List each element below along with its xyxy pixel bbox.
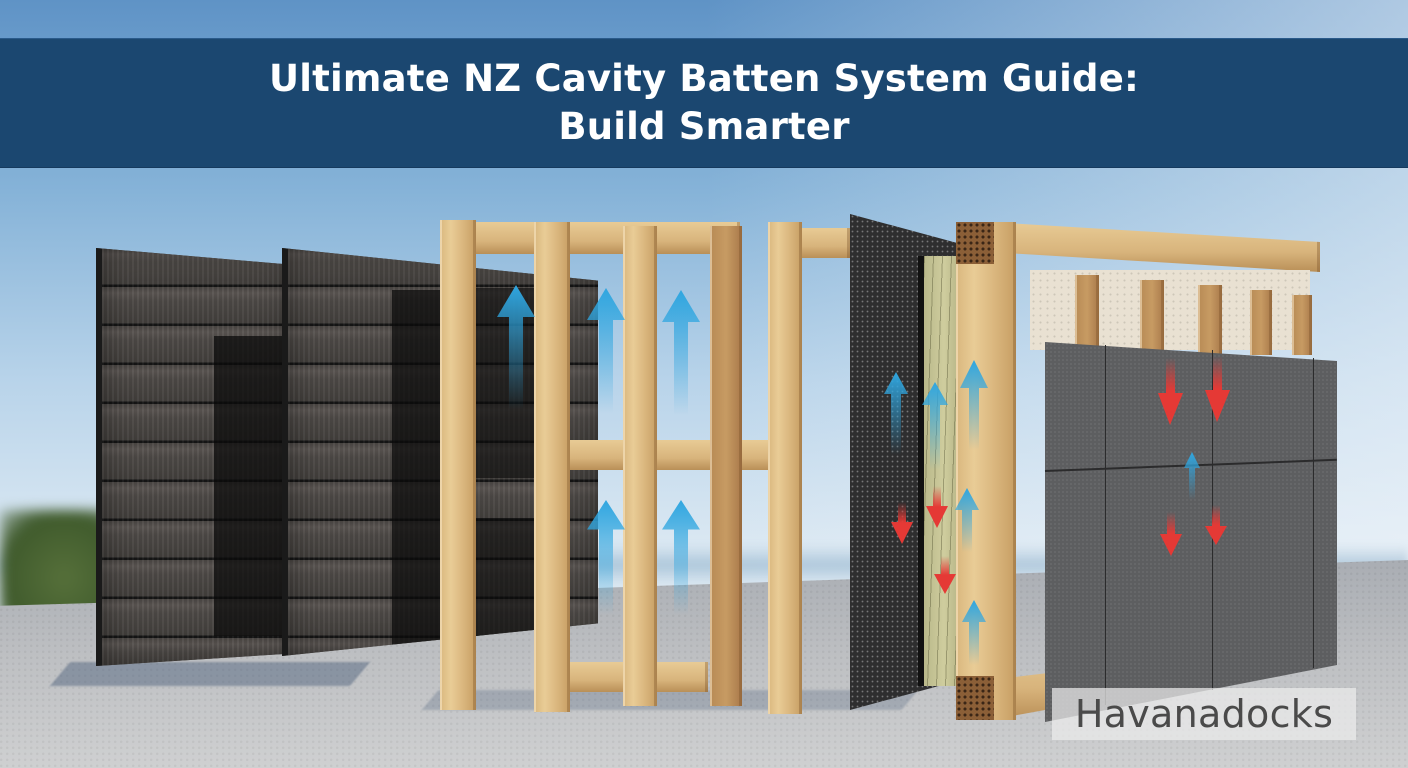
cladding-panel-1 [96, 248, 292, 666]
batten-stud [768, 222, 802, 714]
airflow-up-arrow-icon [587, 288, 625, 413]
ground-shadow [421, 690, 919, 710]
airflow-up-arrow-icon [497, 285, 535, 410]
batten-stud [623, 226, 657, 706]
title-line-1: Ultimate NZ Cavity Batten System Guide: [268, 57, 1139, 100]
wall-frame-stud [1250, 290, 1272, 355]
panel-seam [1105, 345, 1106, 705]
panel-seam [1313, 358, 1314, 668]
airflow-up-arrow-icon [662, 500, 700, 615]
batten-mid-rail [568, 440, 778, 470]
batten-top-rail [800, 228, 850, 258]
wall-frame-stud [1140, 280, 1164, 355]
title-line-2: Build Smarter [558, 105, 850, 148]
batten-top-rail [470, 222, 740, 254]
grey-sheet-panel [1045, 342, 1337, 722]
panel-shadow [214, 336, 292, 636]
batten-stud [440, 220, 476, 710]
stud-end-grain-top [956, 222, 994, 264]
batten-stud [710, 226, 742, 706]
panel-shadow [474, 518, 544, 648]
watermark-text: Havanadocks [1074, 692, 1334, 736]
airflow-up-arrow-icon [587, 500, 625, 615]
airflow-up-arrow-icon [662, 290, 700, 415]
stud-end-grain-bottom [956, 676, 994, 720]
panel-seam [1212, 350, 1213, 690]
watermark-badge: Havanadocks [1052, 688, 1356, 740]
title-banner: Ultimate NZ Cavity Batten System Guide: … [0, 38, 1408, 168]
wall-frame-stud [1075, 275, 1099, 355]
batten-stud [534, 222, 570, 712]
wall-frame-stud [1292, 295, 1312, 355]
wall-frame-corner-stud [956, 222, 1016, 720]
wall-frame-stud [1198, 285, 1222, 355]
